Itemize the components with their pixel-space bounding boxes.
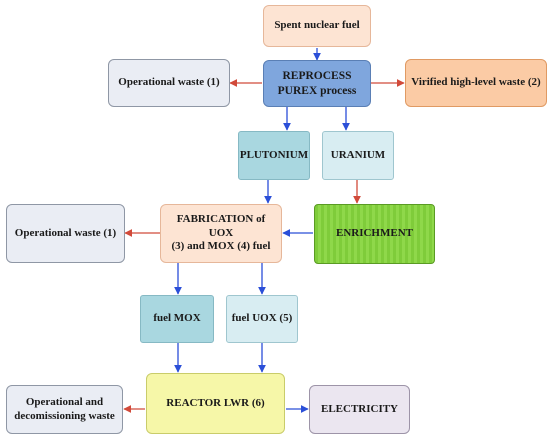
node-operational-waste-top: Operational waste (1) xyxy=(108,59,230,107)
node-fuel-uox: fuel UOX (5) xyxy=(226,295,298,343)
node-operational-waste-mid: Operational waste (1) xyxy=(6,204,125,263)
node-plutonium: PLUTONIUM xyxy=(238,131,310,180)
node-fuel-mox: fuel MOX xyxy=(140,295,214,343)
node-high-level-waste: Virified high-level waste (2) xyxy=(405,59,547,107)
node-uranium: URANIUM xyxy=(322,131,394,180)
node-reprocess: REPROCESS PUREX process xyxy=(263,60,371,107)
node-spent-nuclear-fuel: Spent nuclear fuel xyxy=(263,5,371,47)
node-electricity: ELECTRICITY xyxy=(309,385,410,434)
node-operational-decommissioning-waste: Operational and decomissioning waste xyxy=(6,385,123,434)
node-enrichment: ENRICHMENT xyxy=(314,204,435,264)
node-reactor-lwr: REACTOR LWR (6) xyxy=(146,373,285,434)
node-fabrication: FABRICATION of UOX (3) and MOX (4) fuel xyxy=(160,204,282,263)
